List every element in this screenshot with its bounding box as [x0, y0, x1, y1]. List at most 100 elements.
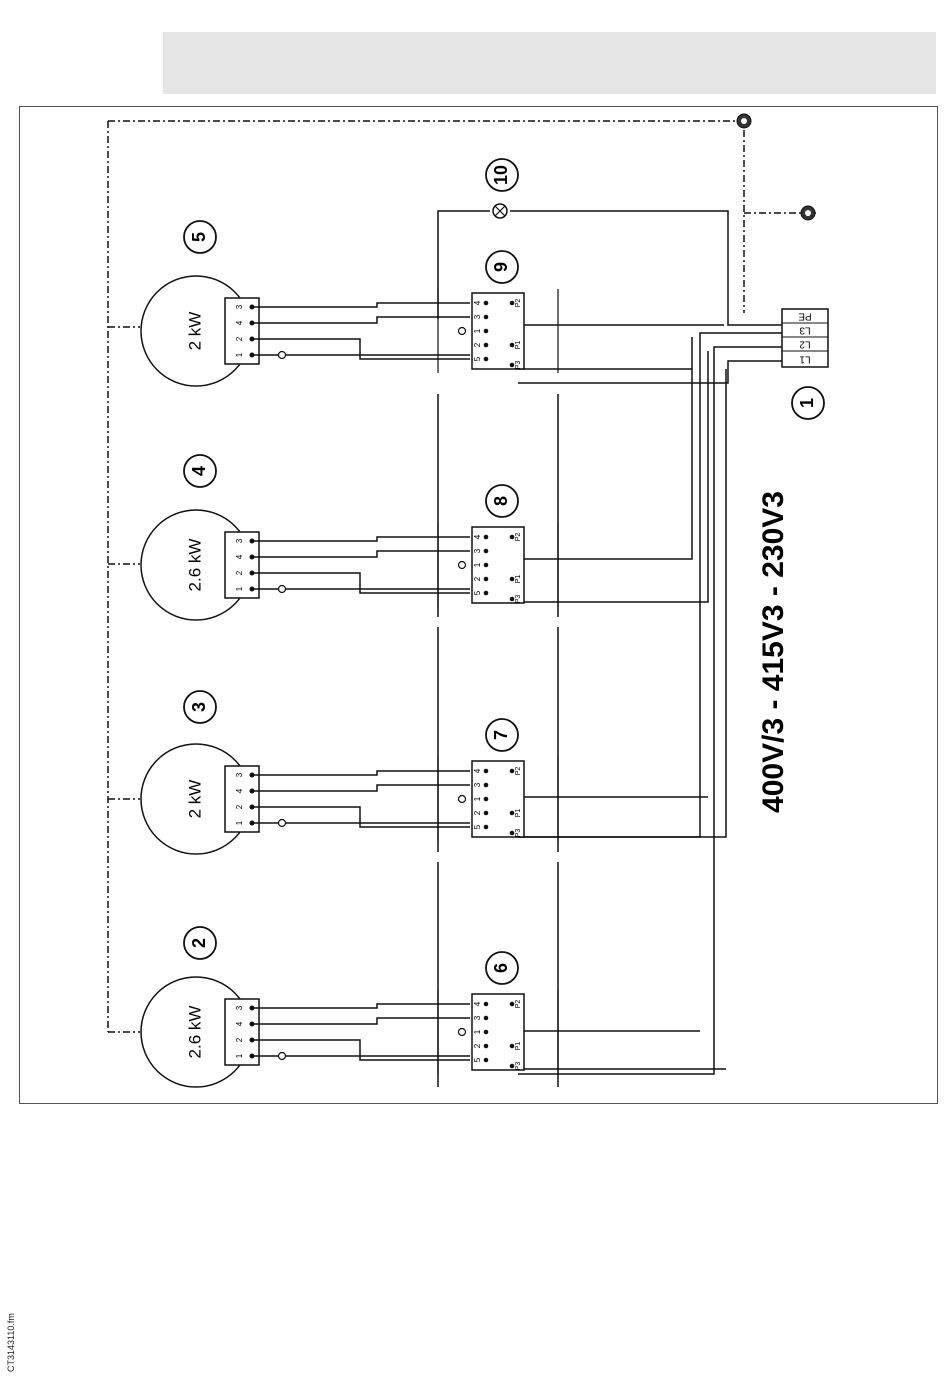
element-pin-dot: [250, 337, 255, 342]
terminal-l1: L1: [799, 353, 811, 364]
element-pin-label: 2: [235, 336, 244, 341]
svg-text:10: 10: [491, 165, 511, 185]
element-pin-dot: [250, 1038, 255, 1043]
regulator-power-pin-label: P1: [515, 341, 522, 350]
regulator-pin-dot: [484, 301, 489, 306]
element-pin-label: 1: [235, 586, 244, 591]
wire-marker: [279, 586, 286, 593]
energy-regulator-8: 43125P2P1P3: [438, 523, 558, 607]
element-pin-label: 1: [235, 352, 244, 357]
regulator-power-pin-dot: [510, 1044, 515, 1049]
element-callout-number: 5: [189, 232, 209, 242]
regulator-power-pin-label: P1: [515, 575, 522, 584]
regulator-power-pin-dot: [510, 769, 515, 774]
wiring-diagram-frame: 2 kW342152.6 kW342142 kW342132.6 kW34212…: [19, 106, 938, 1104]
regulator-callout-number: 6: [491, 963, 511, 973]
svg-text:1: 1: [797, 398, 817, 408]
voltage-label: 400V/3 - 415V3 - 230V3: [757, 491, 790, 813]
regulator-callout-number: 9: [491, 262, 511, 272]
regulator-power-pin-dot: [510, 577, 515, 582]
element-rating: 2 kW: [185, 780, 204, 819]
regulator-pin-label: 5: [473, 1057, 482, 1062]
regulator-pin-label: 4: [473, 1001, 482, 1006]
element-callout-5: 5: [184, 221, 216, 253]
regulator-pin-dot: [484, 563, 489, 568]
element-pin-dot: [250, 587, 255, 592]
regulator-callout-6: 6: [486, 952, 518, 984]
element-callout-2: 2: [184, 927, 216, 959]
supply-callout: 1: [792, 387, 824, 419]
element-pin-label: 3: [235, 772, 244, 777]
earth-ground-symbol-side: [801, 206, 815, 220]
regulator-pin-dot: [484, 1016, 489, 1021]
regulator-pin-label: 3: [473, 314, 482, 319]
regulator-pin-dot: [484, 357, 489, 362]
regulator-pin-dot: [484, 591, 489, 596]
element-rating: 2.6 kW: [185, 1006, 204, 1059]
element-pin-dot: [250, 321, 255, 326]
regulator-power-pin-label: P3: [515, 595, 522, 604]
regulator-pin-label: 1: [473, 562, 482, 567]
element-pin-dot: [250, 1006, 255, 1011]
element-pin-label: 3: [235, 538, 244, 543]
regulator-pin-dot: [484, 825, 489, 830]
regulator-power-pin-dot: [510, 301, 515, 306]
element-pin-dot: [250, 305, 255, 310]
regulator-power-pin-label: P3: [515, 361, 522, 370]
feed-7: [518, 369, 726, 837]
regulator-power-pin-label: P1: [515, 809, 522, 818]
element-pin-dot: [250, 789, 255, 794]
regulator-pin-label: 5: [473, 824, 482, 829]
feed-6: [518, 1031, 726, 1069]
regulator-pin-dot: [484, 315, 489, 320]
element-pin-dot: [250, 821, 255, 826]
regulator-power-pin-dot: [510, 831, 515, 836]
regulator-pin-label: 2: [473, 576, 482, 581]
element-pin-dot: [250, 773, 255, 778]
regulator-pin-label: 2: [473, 810, 482, 815]
regulator-pin-label: 4: [473, 300, 482, 305]
element-callout-number: 3: [189, 702, 209, 712]
feed-8: [518, 337, 708, 602]
wire-marker: [459, 796, 466, 803]
regulator-power-pin-label: P3: [515, 829, 522, 838]
element-pin-dot: [250, 539, 255, 544]
lamp-callout: 10: [486, 159, 518, 191]
regulator-pin-label: 1: [473, 328, 482, 333]
element-callout-number: 2: [189, 938, 209, 948]
element-pin-dot: [250, 805, 255, 810]
element-pin-label: 3: [235, 1005, 244, 1010]
regulator-pin-dot: [484, 1002, 489, 1007]
regulator-power-pin-dot: [510, 811, 515, 816]
wire-marker: [459, 562, 466, 569]
regulator-pin-dot: [484, 1058, 489, 1063]
element-pin-label: 2: [235, 804, 244, 809]
regulator-power-pin-label: P2: [515, 767, 522, 776]
element-pin-dot: [250, 1054, 255, 1059]
element-pin-label: 4: [235, 554, 244, 559]
regulator-callout-number: 7: [491, 730, 511, 740]
regulator-callout-7: 7: [486, 719, 518, 751]
regulator-pin-dot: [484, 783, 489, 788]
regulator-pin-dot: [484, 811, 489, 816]
regulator-pin-label: 3: [473, 548, 482, 553]
regulator-power-pin-label: P1: [515, 1042, 522, 1051]
regulator-pin-dot: [484, 577, 489, 582]
regulator-pin-dot: [484, 1044, 489, 1049]
regulator-pin-label: 1: [473, 1029, 482, 1034]
regulator-pin-label: 5: [473, 590, 482, 595]
regulator-pin-dot: [484, 1030, 489, 1035]
regulator-power-pin-label: P3: [515, 1062, 522, 1071]
regulator-power-pin-dot: [510, 363, 515, 368]
regulator-pin-dot: [484, 329, 489, 334]
regulator-pin-dot: [484, 535, 489, 540]
regulator-pin-label: 3: [473, 782, 482, 787]
element-pin-label: 1: [235, 820, 244, 825]
wire-marker: [279, 820, 286, 827]
wire-marker: [279, 1053, 286, 1060]
element-pin-dot: [250, 353, 255, 358]
regulator-pin-label: 1: [473, 796, 482, 801]
